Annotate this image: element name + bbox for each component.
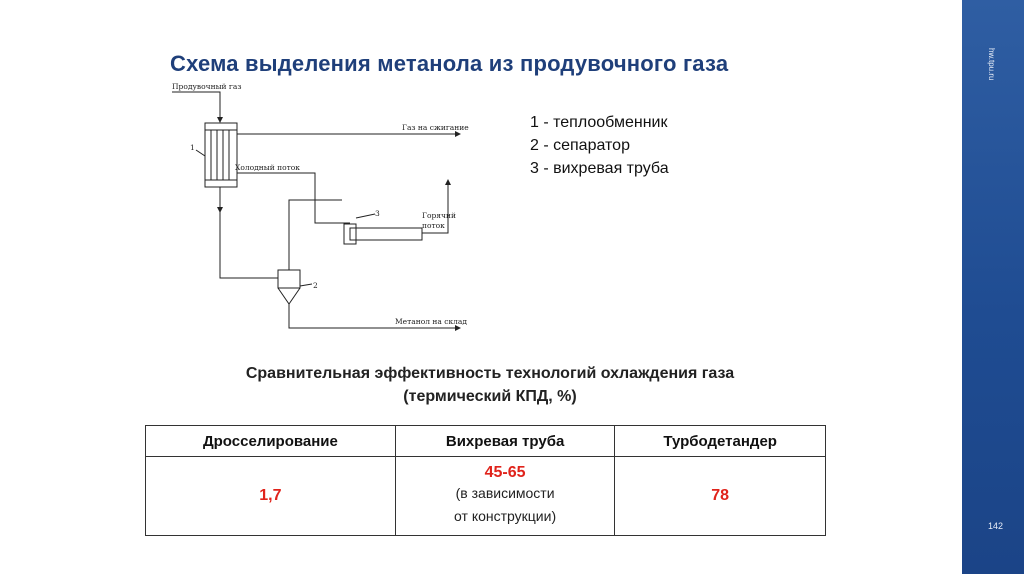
page-number: 142 [988,521,1003,531]
legend-item: 1 - теплообменник [530,111,669,134]
legend-item: 3 - вихревая труба [530,157,669,180]
label-3: 3 [375,209,380,218]
column-header: Вихревая труба [395,426,615,457]
hot-flow-label-1: Горячий [422,211,456,220]
vortex-note-2: от конструкции) [396,505,615,528]
legend-item: 2 - сепаратор [530,134,669,157]
column-header: Турбодетандер [615,426,826,457]
hot-flow-label-2: поток [422,221,445,230]
inlet-gas-line [172,92,220,122]
table-header-row: Дросселирование Вихревая труба Турбодета… [146,426,826,457]
table-caption: Сравнительная эффективность технологий о… [150,362,830,408]
slide: Схема выделения метанола из продувочного… [0,0,962,574]
cold-flow-line [237,173,350,223]
table-caption-line2: (термический КПД, %) [150,385,830,408]
vortex-note-1: (в зависимости [396,482,615,505]
process-diagram: Продувочный газ Газ на сжигание Холодный… [160,78,490,343]
label-1: 1 [190,143,195,152]
exchanger-outlet-line [220,187,278,278]
methanol-label: Метанол на склад [395,317,467,326]
sidebar [962,0,1024,574]
vortex-tube [350,228,422,240]
slide-title: Схема выделения метанола из продувочного… [170,51,810,77]
cold-flow-label: Холодный поток [235,163,300,172]
site-label: hw.tpu.ru [987,48,996,80]
separator [278,270,300,288]
column-header: Дросселирование [146,426,396,457]
table-row: 1,7 45-65 (в зависимости от конструкции)… [146,457,826,536]
cell-vortex: 45-65 (в зависимости от конструкции) [395,457,615,536]
label-2: 2 [313,281,318,290]
turbo-value: 78 [711,487,729,504]
heat-exchanger [205,123,237,187]
vortex-value: 45-65 [396,464,615,482]
legend: 1 - теплообменник 2 - сепаратор 3 - вихр… [530,111,669,180]
flare-gas-label: Газ на сжигание [402,123,469,132]
comparison-table: Дросселирование Вихревая труба Турбодета… [145,425,826,536]
cell-throttling: 1,7 [146,457,396,536]
inlet-gas-label: Продувочный газ [172,82,241,91]
throttling-value: 1,7 [259,487,281,504]
table-caption-line1: Сравнительная эффективность технологий о… [150,362,830,385]
cell-turbo: 78 [615,457,826,536]
